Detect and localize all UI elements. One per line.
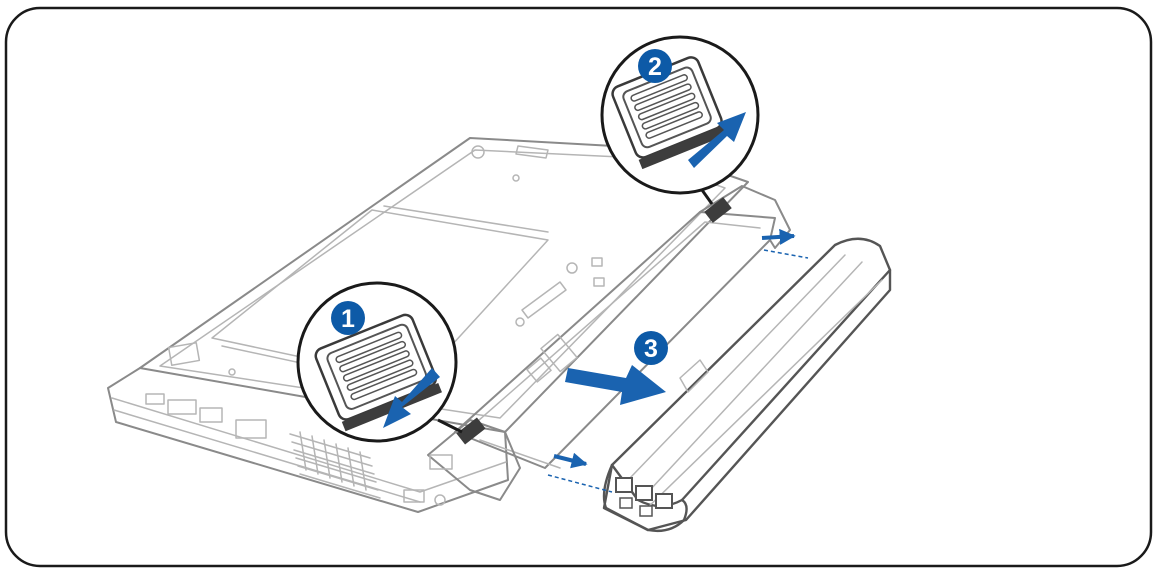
port-usb-2 [403, 489, 425, 503]
alignment-guides [547, 228, 809, 493]
step-2-badge [638, 49, 672, 83]
foot-pad [167, 341, 201, 367]
port-audio [145, 393, 165, 405]
battery-pack [602, 237, 892, 533]
bay-corner-bottom [427, 419, 521, 501]
step-3-label: 3 [644, 335, 658, 363]
bay-corner-top [699, 185, 791, 249]
port-hdmi [167, 399, 197, 415]
slide-arrow-top [761, 228, 796, 245]
battery-bay [454, 211, 776, 469]
step-1-badge [331, 301, 365, 335]
step-1-arrow [383, 368, 440, 428]
step-3-badge [634, 331, 668, 365]
port-vga [235, 419, 267, 439]
step-2-label: 2 [648, 53, 662, 81]
latch-closeup-2 [611, 56, 728, 170]
latch-1 [456, 417, 486, 445]
latch-2 [704, 197, 732, 223]
step-1-label: 1 [341, 305, 355, 333]
port-usb [199, 407, 223, 423]
laptop-side-edge [107, 367, 509, 513]
slide-arrow-bottom [553, 452, 588, 469]
docking-port [521, 281, 567, 319]
step-3-arrow [565, 365, 666, 405]
battery-connector [615, 477, 673, 517]
callout-3: 3 [634, 331, 668, 365]
callout-1: 1 [296, 281, 463, 443]
laptop-illustration [107, 137, 791, 513]
callout-2: 2 [600, 35, 760, 205]
diagram-frame [4, 6, 1153, 568]
step-2-arrow [688, 112, 746, 168]
